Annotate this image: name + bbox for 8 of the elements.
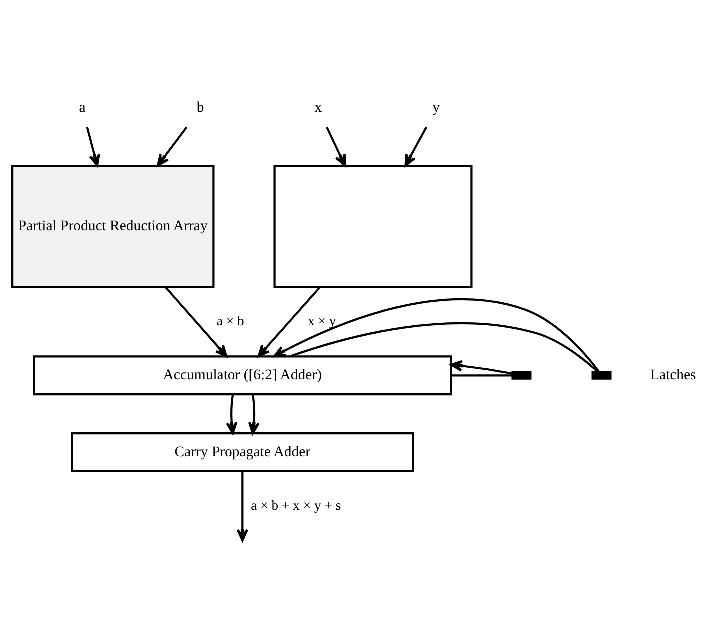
node-text: b [196,100,204,116]
node-text: a [79,100,86,116]
edge-label: a × b [216,314,244,329]
edge-label: x × y [308,314,336,329]
node-text: y [432,100,440,116]
label: Latches [650,368,696,384]
node-text: x [314,100,322,116]
edge-label: a × b + x × y + s [251,498,342,513]
